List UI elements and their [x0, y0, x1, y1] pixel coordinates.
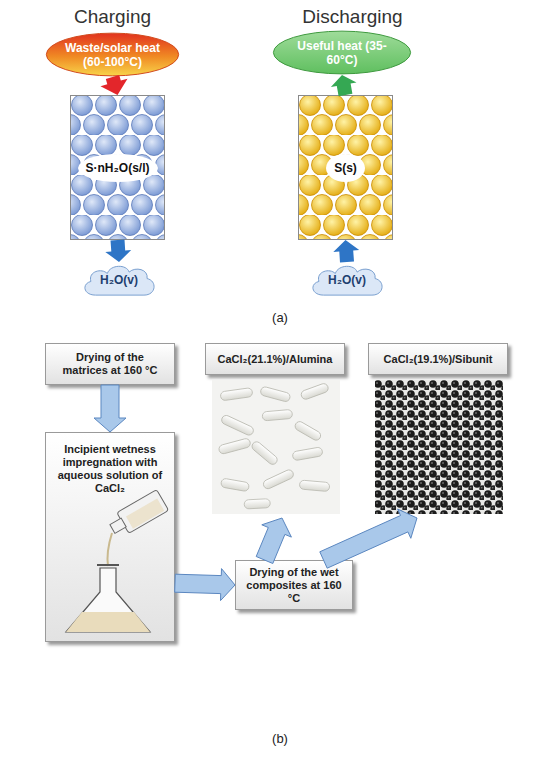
process-box: Drying of the matrices at 160 °C — [45, 343, 175, 385]
node-text: H₂O(v) — [100, 273, 138, 287]
node-text: S(s) — [326, 154, 365, 182]
panel-label: (b) — [260, 731, 300, 746]
sorbent-bed: S(s) — [298, 95, 393, 240]
flow-arrow — [256, 518, 291, 564]
flow-arrow — [331, 75, 357, 96]
flask-illustration — [66, 490, 169, 632]
sorbent-bed: S·nH₂O(s/l) — [70, 95, 165, 240]
product-title: CaCl₂(21.1%)/Alumina — [205, 343, 345, 375]
section-title: Discharging — [285, 6, 420, 28]
flow-arrow — [94, 385, 126, 432]
vapour-cloud: H₂O(v) — [80, 262, 158, 298]
node-text: Waste/solar heat (60-100°C) — [63, 41, 163, 69]
node-text: S·nH₂O(s/l) — [78, 154, 158, 182]
node-text: Useful heat (35-60°C) — [292, 39, 392, 67]
flow-arrow — [101, 75, 128, 95]
flow-arrow — [105, 240, 131, 263]
vapour-cloud: H₂O(v) — [308, 262, 386, 298]
heat-source-ellipse: Waste/solar heat (60-100°C) — [45, 32, 180, 77]
flow-arrow — [175, 569, 235, 601]
node-text: Drying of the matrices at 160 °C — [52, 351, 168, 377]
useful-heat-ellipse: Useful heat (35-60°C) — [272, 30, 412, 75]
node-text: H₂O(v) — [328, 273, 366, 287]
flow-arrow — [320, 509, 417, 568]
node-text: Incipient wetness impregnation with aque… — [52, 443, 168, 495]
node-text: Drying of the wet composites at 160 °C — [242, 566, 346, 605]
product-title: CaCl₂(19.1%)/Sibunit — [368, 343, 508, 375]
flow-arrow — [333, 240, 359, 263]
panel-label: (a) — [260, 310, 300, 325]
section-title: Charging — [55, 6, 170, 28]
process-box: Drying of the wet composites at 160 °C — [235, 560, 353, 610]
